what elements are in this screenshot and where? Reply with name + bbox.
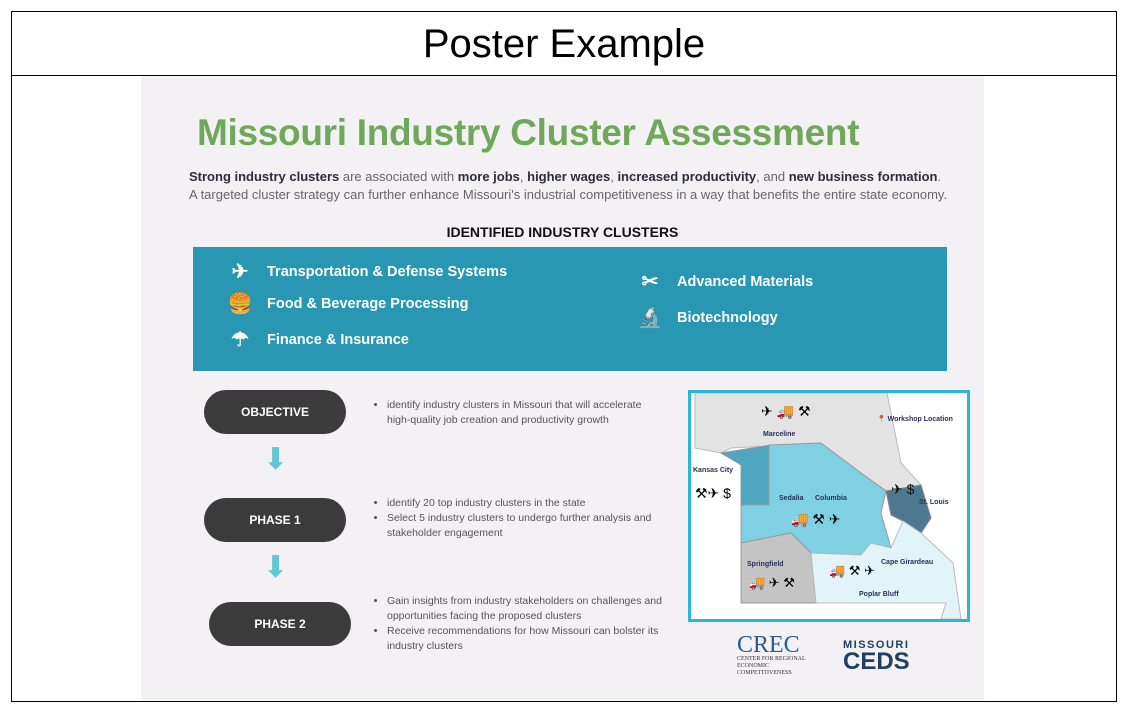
- slide-title: Poster Example: [12, 12, 1116, 76]
- phase2-bullets: Gain insights from industry stakeholders…: [377, 594, 667, 654]
- cluster-item: ✂Advanced Materials: [633, 269, 814, 294]
- food-icon: 🍔: [227, 293, 253, 315]
- industry-icons: 🚚 ⚒ ✈: [791, 511, 841, 527]
- tools-icon: ✂: [641, 271, 659, 293]
- intro-paragraph: Strong industry clusters are associated …: [189, 169, 948, 202]
- clusters-heading: IDENTIFIED INDUSTRY CLUSTERS: [446, 224, 679, 240]
- phase2-pill: PHASE 2: [209, 602, 351, 646]
- objective-pill: OBJECTIVE: [204, 390, 346, 434]
- microscope-icon: 🔬: [637, 307, 663, 329]
- cluster-item: ☂Finance & Insurance: [223, 327, 409, 352]
- objective-bullets: identify industry clusters in Missouri t…: [377, 398, 667, 428]
- industry-icons: ✈ $: [891, 481, 915, 497]
- city-label: Kansas City: [693, 467, 734, 474]
- map-legend: 📍 Workshop Location: [877, 416, 953, 423]
- clusters-band: ✈Transportation & Defense Systems 🍔Food …: [193, 247, 947, 371]
- airplane-icon: ✈: [231, 261, 249, 283]
- industry-icons: ✈ 🚚 ⚒: [761, 403, 811, 419]
- poster: Missouri Industry Cluster Assessment Str…: [141, 76, 984, 700]
- missouri-map: 📍 Workshop Location Marceline Kansas Cit…: [688, 390, 970, 622]
- industry-icons: 🚚 ✈ ⚒: [749, 575, 795, 590]
- region-southeast: [810, 520, 962, 620]
- city-label: Sedalia: [779, 495, 804, 502]
- city-label: Poplar Bluff: [859, 591, 899, 598]
- poster-title: Missouri Industry Cluster Assessment: [197, 112, 860, 153]
- down-arrow-icon: ⬇: [263, 443, 289, 476]
- cluster-item: ✈Transportation & Defense Systems: [223, 259, 508, 284]
- phase1-bullets: identify 20 top industry clusters in the…: [377, 496, 667, 541]
- industry-icons: ⚒✈ $: [695, 485, 731, 501]
- map-graphic: [694, 392, 962, 620]
- cluster-item: 🍔Food & Beverage Processing: [223, 291, 469, 316]
- city-label: Columbia: [815, 495, 847, 502]
- phase1-pill: PHASE 1: [204, 498, 346, 542]
- city-label: Marceline: [763, 431, 796, 438]
- city-label: Springfield: [747, 561, 784, 568]
- cluster-item: 🔬Biotechnology: [633, 305, 778, 330]
- city-label: St. Louis: [919, 499, 949, 506]
- slide-frame: Poster Example: [11, 11, 1117, 702]
- city-label: Cape Girardeau: [881, 559, 934, 566]
- down-arrow-icon: ⬇: [263, 551, 289, 584]
- industry-icons: 🚚 ⚒ ✈: [829, 563, 875, 578]
- money-icon: ☂: [231, 329, 249, 351]
